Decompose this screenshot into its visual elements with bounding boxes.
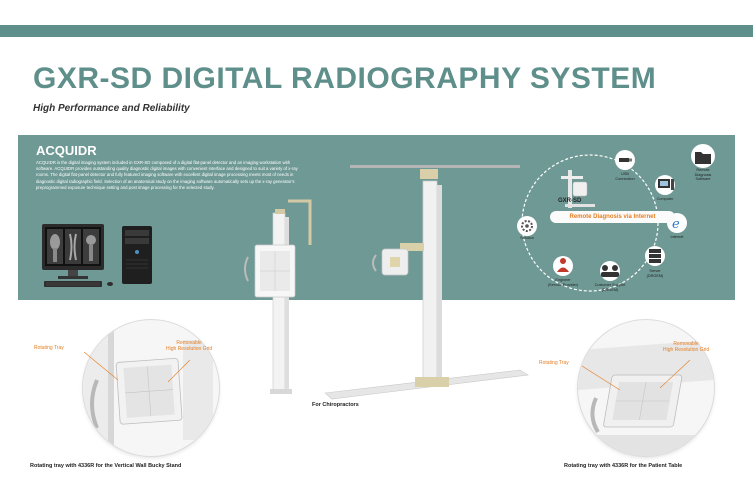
gxr-sd-label: GXR-SD (558, 198, 582, 204)
remote-diagnosis-banner: Remote Diagnosis via Internet (550, 211, 675, 223)
right-rotating-tray-callout: Rotating Tray (539, 360, 569, 366)
page-title: GXR-SD DIGITAL RADIOGRAPHY SYSTEM (33, 62, 657, 95)
computer-node-icon (655, 175, 675, 195)
left-grid-callout: Removable High Resolution Grid (166, 340, 213, 353)
left-detail-caption: Rotating tray with 4336R for the Vertica… (30, 463, 182, 469)
right-detail-caption: Rotating tray with 4336R for the Patient… (564, 463, 683, 469)
wall-bucky-stand (244, 199, 312, 394)
right-callout-lines (581, 359, 691, 391)
remote-software-label: Remote Diagnosis Software (694, 168, 712, 182)
server-label: Server (DRGEM) (646, 269, 664, 278)
usb-connection-label: USB Connection (615, 172, 635, 181)
tube-stand (350, 165, 520, 387)
solution-label: Solution (520, 236, 534, 240)
patient-table-detail (578, 320, 714, 456)
computer-label: Computer (656, 197, 674, 201)
internet-label: Internet (670, 235, 684, 239)
monitor-icon (42, 224, 104, 279)
svg-text:e: e (672, 217, 680, 232)
left-rotating-tray-callout: Rotating Tray (34, 345, 64, 351)
acquidr-description: ACQUIDR is the digital imaging system in… (36, 160, 298, 190)
customer-support-icon (600, 261, 620, 281)
right-grid-callout: Removable High Resolution Grid (663, 341, 710, 354)
customer-support-label: Customer Support (DRGEM) (594, 283, 626, 292)
gxr-sd-center-icon (561, 170, 595, 208)
server-icon (645, 246, 665, 266)
ceiling-rail (350, 165, 520, 168)
top-accent-bar (0, 25, 753, 37)
remote-software-icon (691, 144, 715, 168)
network-diagram: e (517, 144, 715, 292)
network-ring (521, 154, 659, 292)
keyboard-icon (44, 281, 113, 287)
machine-caption: For Chiropractors (312, 402, 359, 408)
engineer-icon (553, 256, 573, 276)
workstation-illustration (42, 224, 152, 287)
usb-connection-icon (615, 150, 635, 170)
solution-icon (517, 216, 537, 236)
left-callout-lines (83, 351, 191, 383)
acquidr-title: ACQUIDR (36, 143, 97, 158)
page-subtitle: High Performance and Reliability (33, 103, 190, 114)
engineer-label: Engineer (Service Provider) (547, 278, 579, 287)
computer-tower-icon (122, 226, 152, 284)
gxr-sd-machine-illustration (244, 165, 529, 400)
